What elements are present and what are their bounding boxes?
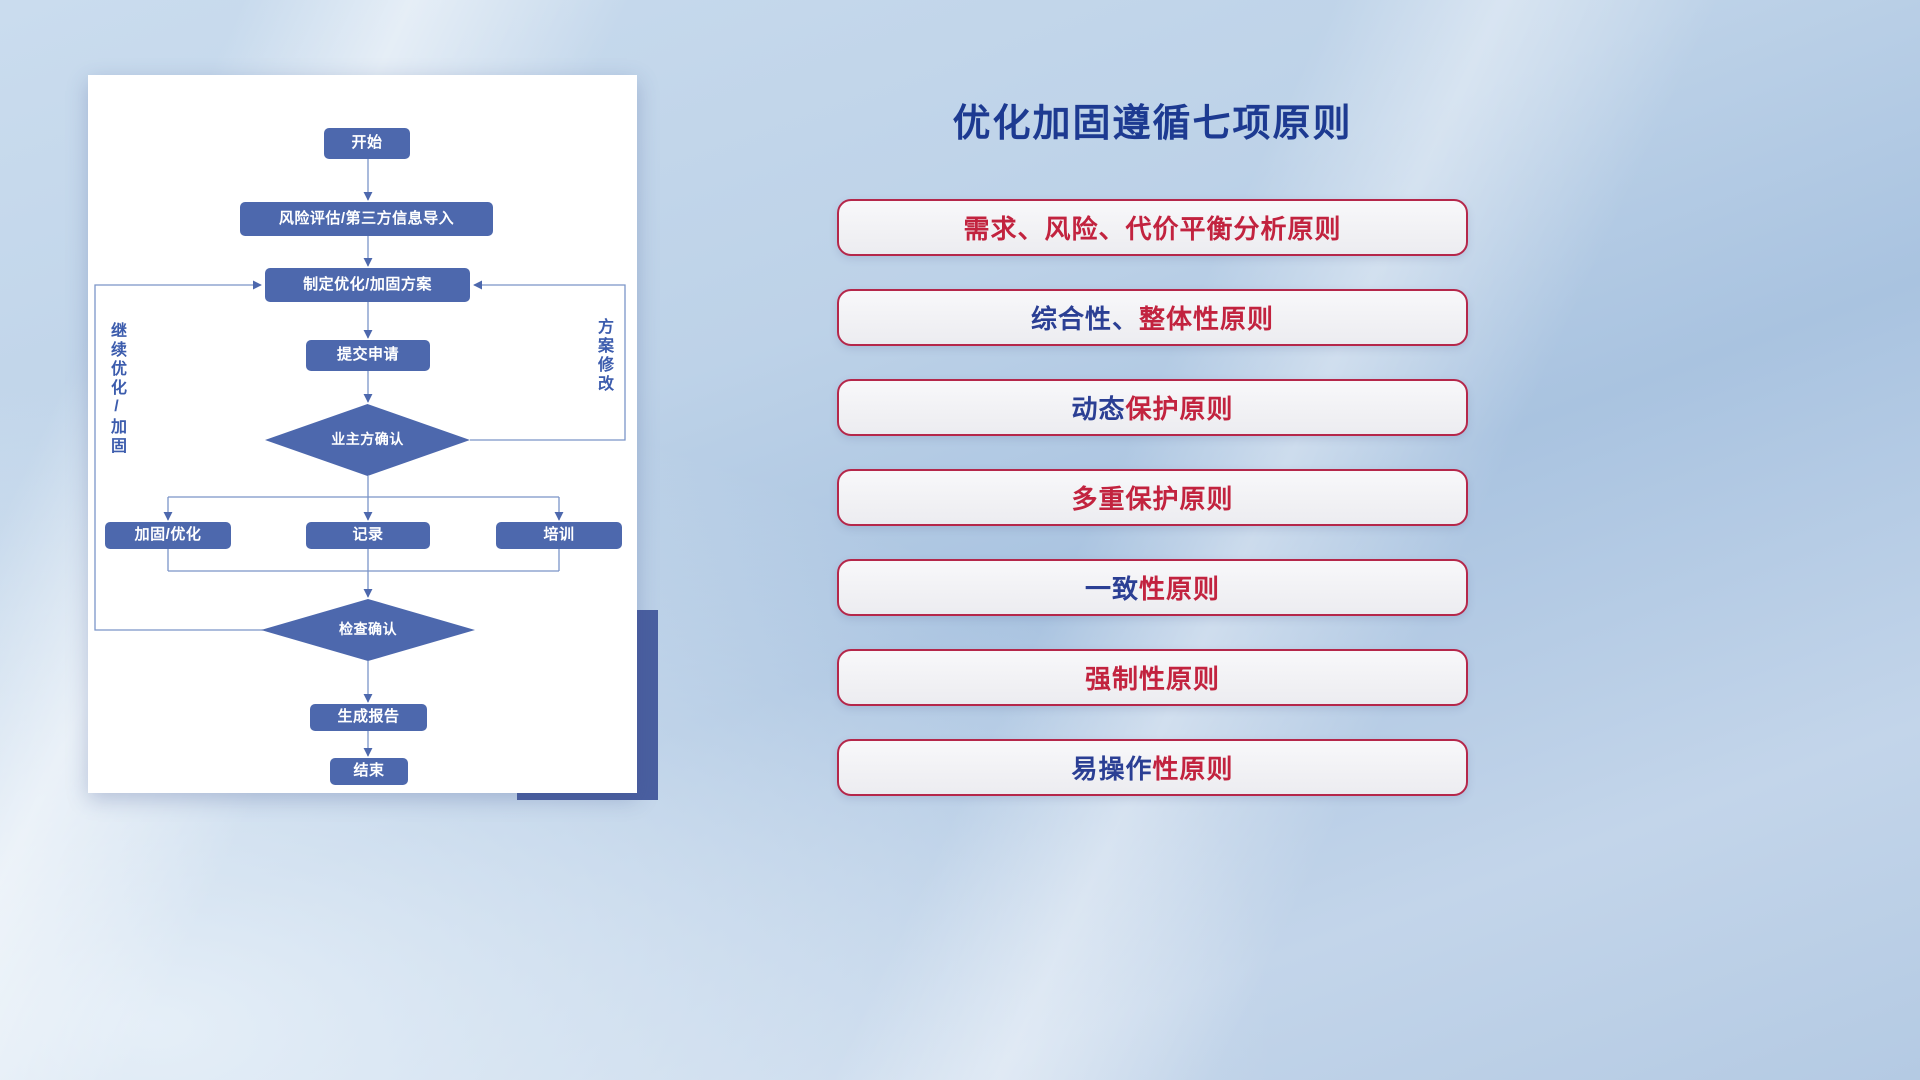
principle-text: 性原则	[1152, 754, 1234, 784]
flow-node-make-plan: 制定优化/加固方案	[265, 268, 470, 302]
principle-text: 多重保护原则	[1071, 484, 1234, 514]
principle-text: 综合性、	[1030, 304, 1139, 334]
principle-text: 性原则	[1139, 574, 1221, 604]
flowchart-connectors	[94, 159, 626, 757]
right-loop-label: 方案修改	[595, 318, 612, 394]
principle-item-7: 易操作性原则	[837, 739, 1468, 796]
flowchart-card: 开始 风险评估/第三方信息导入 制定优化/加固方案 提交申请 业主方确认 加固/…	[88, 75, 637, 793]
flow-node-submit-request: 提交申请	[306, 340, 430, 371]
left-loop-label: 继续优化/加固	[108, 322, 125, 456]
principle-item-4: 多重保护原则	[837, 469, 1468, 526]
principle-item-5: 一致性原则	[837, 559, 1468, 616]
principle-item-2: 综合性、整体性原则	[837, 289, 1468, 346]
principle-item-6: 强制性原则	[837, 649, 1468, 706]
principle-text: 强制性原则	[1084, 664, 1220, 694]
principle-text: 易操作	[1071, 754, 1153, 784]
principle-item-1: 需求、风险、代价平衡分析原则	[837, 199, 1468, 256]
principle-text: 需求、风险、代价平衡分析原则	[963, 214, 1342, 244]
page-title: 优化加固遵循七项原则	[952, 103, 1353, 145]
flow-node-start: 开始	[324, 128, 410, 159]
flow-node-risk-assessment: 风险评估/第三方信息导入	[240, 202, 493, 236]
flow-node-record: 记录	[306, 522, 430, 549]
principle-item-3: 动态保护原则	[837, 379, 1468, 436]
principle-text: 保护原则	[1125, 394, 1234, 424]
flow-node-harden-optimize: 加固/优化	[105, 522, 231, 549]
flow-node-training: 培训	[496, 522, 622, 549]
principle-text: 一致	[1084, 574, 1139, 604]
flow-node-end: 结束	[330, 758, 408, 785]
flow-node-generate-report: 生成报告	[310, 704, 427, 731]
principle-text: 动态	[1071, 394, 1126, 424]
principles-list: 需求、风险、代价平衡分析原则综合性、整体性原则动态保护原则多重保护原则一致性原则…	[837, 199, 1468, 829]
principle-text: 整体性原则	[1139, 304, 1275, 334]
